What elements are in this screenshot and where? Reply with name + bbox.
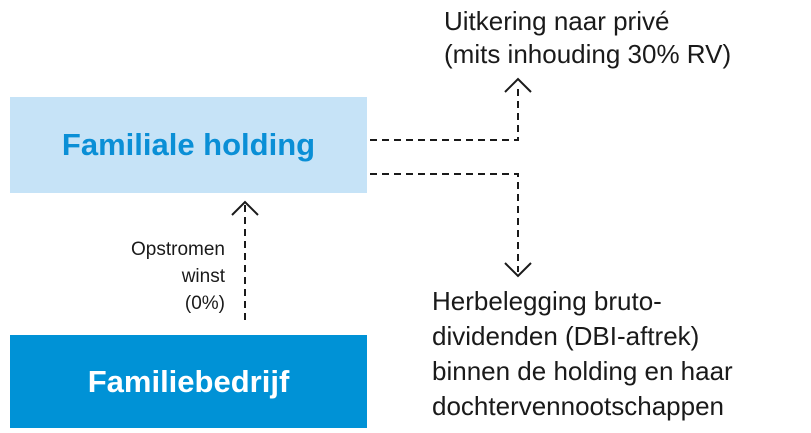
holding-box: Familiale holding bbox=[10, 97, 367, 193]
payout-arrow bbox=[370, 77, 532, 141]
flow-up-line: (0%) bbox=[184, 293, 225, 314]
flow-up-line: winst bbox=[181, 266, 225, 287]
payout-label: Uitkering naar privé (mits inhouding 30%… bbox=[444, 5, 731, 71]
reinvest-arrow bbox=[370, 173, 532, 278]
reinvest-line: dividenden (DBI-aftrek) bbox=[432, 321, 700, 351]
reinvest-label: Herbelegging bruto- dividenden (DBI-aftr… bbox=[432, 284, 733, 424]
flow-up-arrow bbox=[231, 200, 259, 320]
reinvest-line: Herbelegging bruto- bbox=[432, 286, 662, 316]
holding-label: Familiale holding bbox=[61, 127, 316, 162]
company-label: Familiebedrijf bbox=[87, 363, 290, 399]
reinvest-line: dochtervennootschappen bbox=[432, 391, 725, 421]
reinvest-line: binnen de holding en haar bbox=[432, 356, 733, 386]
flow-up-line: Opstromen bbox=[131, 239, 225, 260]
flow-up-label: Opstromen winst (0%) bbox=[70, 236, 225, 317]
company-box: Familiebedrijf bbox=[10, 335, 367, 428]
payout-line: (mits inhouding 30% RV) bbox=[444, 39, 732, 69]
payout-line: Uitkering naar privé bbox=[444, 6, 670, 36]
